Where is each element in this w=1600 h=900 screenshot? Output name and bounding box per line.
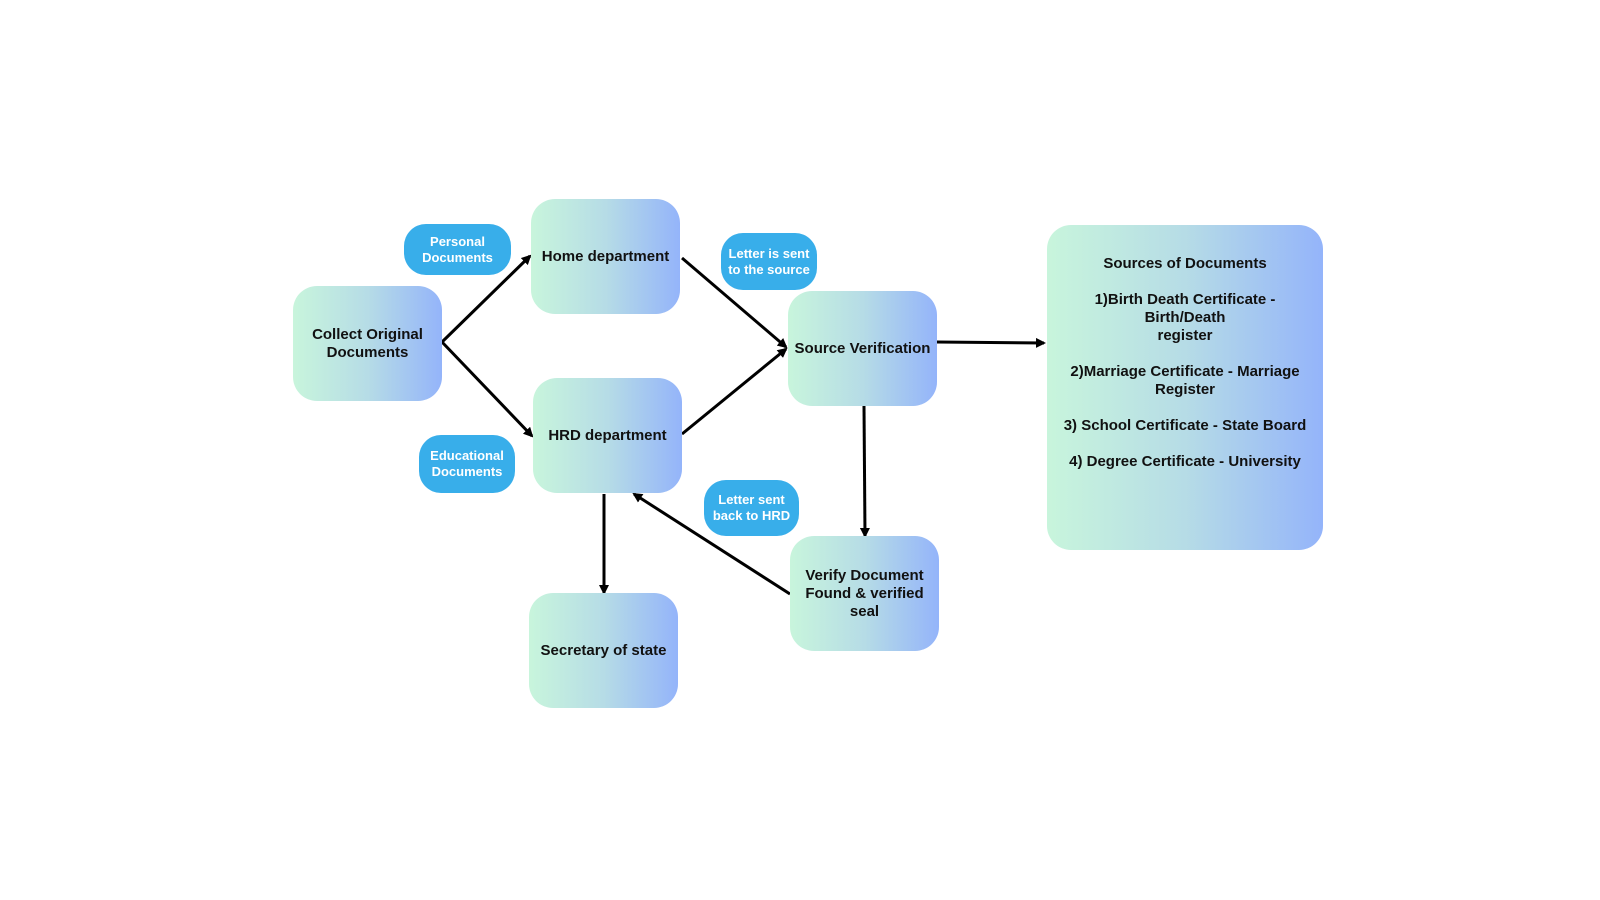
arrow-source-to-verify bbox=[859, 405, 870, 538]
arrow-hrd-to-source bbox=[681, 347, 788, 436]
secretary-of-state-node: Secretary of state bbox=[529, 593, 678, 708]
sources-of-documents-panel: Sources of Documents 1)Birth Death Certi… bbox=[1047, 225, 1323, 550]
source-item-birth-death: 1)Birth Death Certificate - Birth/Death … bbox=[1094, 291, 1276, 344]
collect-original-documents-node: Collect Original Documents bbox=[293, 286, 442, 401]
verify-document-node: Verify Document Found & verified seal bbox=[790, 536, 939, 651]
arrow-source-to-sources bbox=[935, 337, 1046, 348]
arrow-verify-to-hrd bbox=[632, 492, 791, 596]
sources-title: Sources of Documents bbox=[1103, 255, 1267, 272]
personal-documents-label: Personal Documents bbox=[404, 224, 511, 275]
letter-sent-to-source-label: Letter is sent to the source bbox=[721, 233, 817, 290]
source-item-degree: 4) Degree Certificate - University bbox=[1069, 453, 1301, 470]
home-department-node: Home department bbox=[531, 199, 680, 314]
arrow-collect-to-home bbox=[440, 254, 532, 344]
arrow-home-to-source bbox=[681, 256, 788, 349]
letter-sent-back-to-hrd-label: Letter sent back to HRD bbox=[704, 480, 799, 536]
source-verification-node: Source Verification bbox=[788, 291, 937, 406]
source-item-marriage: 2)Marriage Certificate - Marriage Regist… bbox=[1070, 363, 1300, 398]
source-item-school: 3) School Certificate - State Board bbox=[1063, 417, 1307, 434]
arrow-collect-to-hrd bbox=[440, 340, 534, 438]
educational-documents-label: Educational Documents bbox=[419, 435, 515, 493]
hrd-department-node: HRD department bbox=[533, 378, 682, 493]
